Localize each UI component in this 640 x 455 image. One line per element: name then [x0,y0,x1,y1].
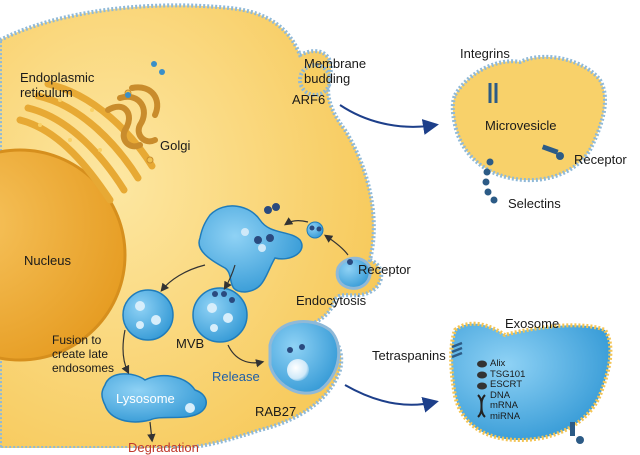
mvb-label: MVB [176,336,205,351]
membrane-budding-label: Membrane budding [304,56,367,86]
mv-receptor-protein [541,144,564,160]
endoplasmic-reticulum-label: Endoplasmic reticulum [20,70,95,100]
microvesicle-label: Microvesicle [485,118,557,133]
cargo-item: mRNA [490,400,518,411]
endoplasmic-reticulum-shape [16,80,156,204]
lysosome-label: Lysosome [116,391,175,406]
cargo-item: miRNA [490,410,521,422]
endocytosis-pit [335,256,372,290]
exosome-label: Exosome [505,316,560,331]
selectin-protein [482,158,498,204]
early-endosome [198,205,303,293]
lysosome-body [101,373,207,423]
golgi-label: Golgi [160,138,191,153]
arrow-to-exosome [344,384,439,413]
release-mvb [268,320,341,395]
mvb-left [122,289,174,341]
receptor-cell-label: Receptor [358,262,411,277]
exosome-body [449,321,613,443]
cargo-item: DNA [490,389,511,401]
fusion-label: Fusion to create late endosomes [52,333,115,375]
cargo-item: Alix [490,358,506,369]
arf6-label: ARF6 [292,92,326,107]
arrow-to-microvesicle [339,104,439,135]
selectins-label: Selectins [508,196,561,211]
mvb-right [192,287,248,343]
tetraspanins-label: Tetraspanins [372,348,446,363]
nucleus-body [0,148,127,362]
endocytosis-label: Endocytosis [296,293,367,308]
integrin-protein [488,83,498,103]
golgi-shape [105,84,161,150]
receptor-mv-label: Receptor [574,152,627,167]
rab27-label: RAB27 [255,404,297,419]
nucleus-label: Nucleus [24,253,71,268]
release-label: Release [212,369,260,384]
tetraspanin-protein [451,341,463,359]
cargo-item: ESCRT [490,379,523,390]
exosome-cargo-list: Alix TSG101 ESCRT DNA mRNA miRNA [490,358,526,422]
integrins-label: Integrins [460,46,510,61]
cargo-item: TSG101 [490,368,526,380]
membrane-bud [298,63,332,97]
